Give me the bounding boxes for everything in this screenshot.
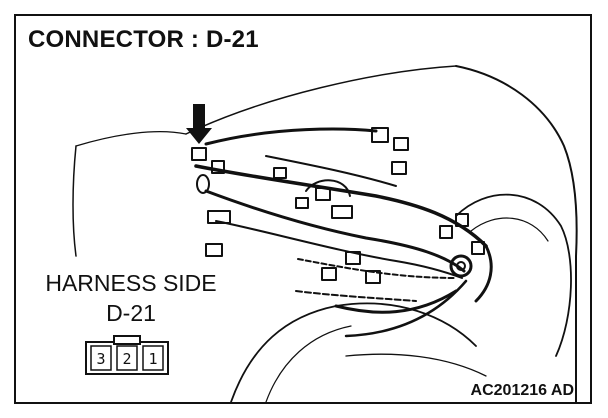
connector-title: CONNECTOR : D-21 <box>28 26 259 53</box>
figure-code: AC201216 AD <box>470 382 574 399</box>
wiring-harness-illustration: 3 2 1 <box>72 65 578 402</box>
pin-1: 1 <box>148 350 157 368</box>
connector-pin-diagram: 3 2 1 <box>85 335 169 375</box>
arrow-down-icon <box>186 104 212 144</box>
pin-2: 2 <box>122 350 131 368</box>
pin-3: 3 <box>96 350 105 368</box>
diagram-frame: 3 2 1 CONNECTOR : D-21 HARNESS SIDE D-21… <box>14 14 592 404</box>
connector-label: D-21 <box>106 300 156 326</box>
harness-side-label: HARNESS SIDE <box>45 270 217 296</box>
harness-side-block: HARNESS SIDE D-21 <box>24 268 238 328</box>
